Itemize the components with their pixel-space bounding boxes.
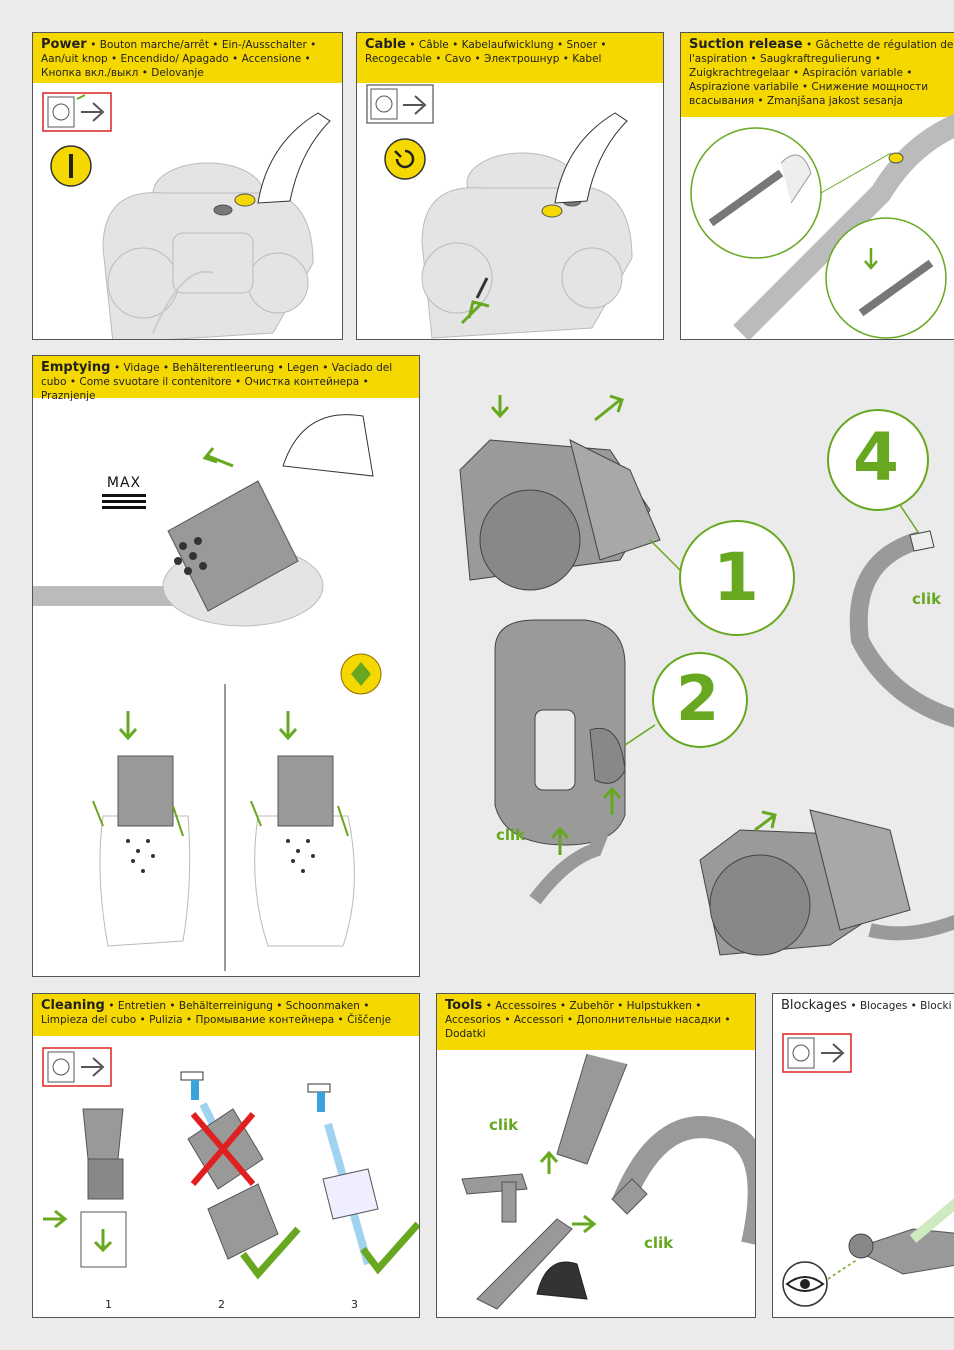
tools-panel: Tools • Accessoires • Zubehör • Hulpstuk… xyxy=(436,993,756,1318)
tap-water-wrong xyxy=(180,1071,264,1190)
clik-label-hose: clik xyxy=(496,826,526,844)
emptying-illustration xyxy=(33,414,382,971)
blockages-title: Blockages xyxy=(781,998,847,1013)
suction-illustration xyxy=(690,114,954,339)
vacuum-cleaner-drawing xyxy=(102,162,314,339)
machine-top xyxy=(459,439,661,591)
power-on-symbol-icon xyxy=(50,145,92,187)
eye-icon xyxy=(782,1261,828,1307)
power-panel: Power • Bouton marche/arrêt • Ein-/Aussc… xyxy=(32,32,343,340)
cleaning-illustration xyxy=(42,1047,419,1280)
power-title: Power xyxy=(41,37,87,52)
max-fill-indicator: MAX xyxy=(98,475,150,512)
cleaning-title: Cleaning xyxy=(41,998,105,1013)
emptying-subtitle: • Vidage • Behälterentleerung • Legen • … xyxy=(41,362,393,402)
cable-header: Cable • Câble • Kabelaufwicklung • Snoer… xyxy=(357,33,663,83)
cable-illustration xyxy=(366,84,633,339)
suction-title: Suction release xyxy=(689,37,803,52)
cable-title: Cable xyxy=(365,37,406,52)
clik-label-top: clik xyxy=(912,590,942,608)
tap-bucket-correct xyxy=(307,1083,419,1275)
unplug-socket-icon xyxy=(782,1033,852,1073)
emptying-title: Emptying xyxy=(41,360,111,375)
blockages-header: Blockages • Blocages • Blocki xyxy=(773,994,954,1024)
suction-header: Suction release • Gâchette de régulation… xyxy=(681,33,954,117)
tools-subtitle: • Accessoires • Zubehör • Hulpstukken • … xyxy=(445,1000,731,1040)
socket-plug-icon xyxy=(366,84,434,124)
cable-subtitle: • Câble • Kabelaufwicklung • Snoer • Rec… xyxy=(365,39,607,65)
machine-reassembly xyxy=(699,809,911,956)
cleaning-step-1: 1 xyxy=(105,1298,112,1311)
max-label: MAX xyxy=(106,475,142,491)
emptying-panel: Emptying • Vidage • Behälterentleerung •… xyxy=(32,355,420,977)
cleaning-step-2: 2 xyxy=(218,1298,225,1311)
cable-panel: Cable • Câble • Kabelaufwicklung • Snoer… xyxy=(356,32,664,340)
seal-of-approval-icon xyxy=(340,653,382,695)
hand-wash-correct xyxy=(207,1183,301,1280)
unplug-socket-icon xyxy=(42,1047,112,1087)
tools-header: Tools • Accessoires • Zubehör • Hulpstuk… xyxy=(437,994,755,1050)
power-subtitle: • Bouton marche/arrêt • Ein-/Ausschalter… xyxy=(41,39,317,79)
tools-clik-bottom: clik xyxy=(644,1234,674,1252)
suction-release-panel: Suction release • Gâchette de régulation… xyxy=(680,32,954,340)
emptying-header: Emptying • Vidage • Behälterentleerung •… xyxy=(33,356,419,402)
cleaning-subtitle: • Entretien • Behälterreinigung • Schoon… xyxy=(41,1000,392,1026)
power-illustration xyxy=(42,92,331,339)
tools-title: Tools xyxy=(445,998,483,1013)
machine-bottom-view xyxy=(494,619,626,846)
blockages-illustration xyxy=(782,1033,954,1307)
tools-clik-top: clik xyxy=(489,1116,519,1134)
suction-subtitle: • Gâchette de régulation de l'aspiration… xyxy=(689,39,954,107)
cleaning-step-3: 3 xyxy=(351,1298,358,1311)
step1-number: 1 xyxy=(713,539,759,616)
empty-into-bin-left xyxy=(92,711,191,947)
power-header: Power • Bouton marche/arrêt • Ein-/Aussc… xyxy=(33,33,342,83)
vacuum-cleaner-drawing xyxy=(421,152,633,339)
step2-number: 2 xyxy=(676,662,720,735)
empty-into-bag-right xyxy=(250,711,355,947)
blockages-panel: Blockages • Blocages • Blocki xyxy=(772,993,954,1318)
cleaning-panel: Cleaning • Entretien • Behälterreinigung… xyxy=(32,993,420,1318)
cable-rewind-icon xyxy=(384,138,426,180)
step4-number: 4 xyxy=(853,419,899,496)
cleaning-header: Cleaning • Entretien • Behälterreinigung… xyxy=(33,994,419,1036)
unplug-socket-icon xyxy=(42,92,112,132)
tools-illustration xyxy=(461,1053,755,1310)
blockages-subtitle: • Blocages • Blocki xyxy=(850,1000,952,1012)
